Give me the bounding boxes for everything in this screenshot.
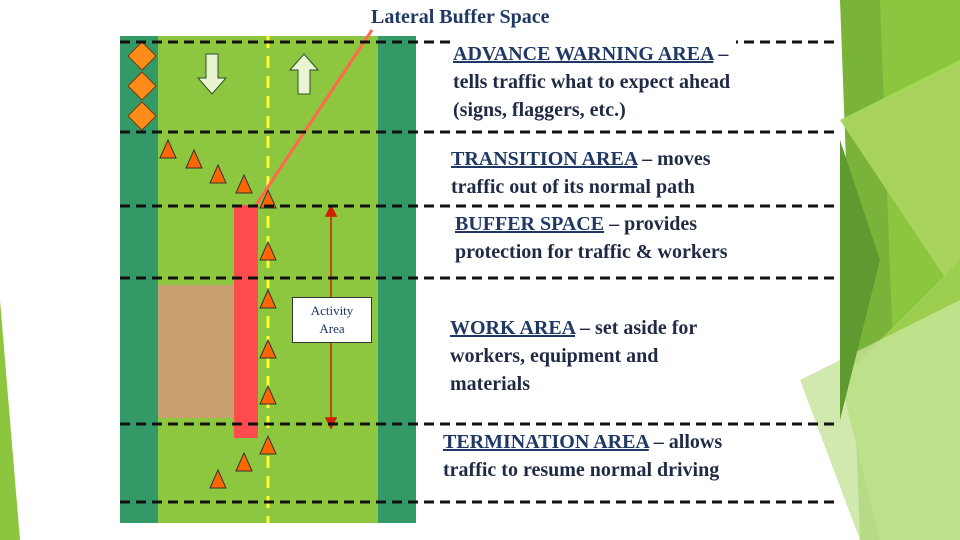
lateral-buffer-pointer — [254, 29, 374, 206]
cone-icon — [185, 148, 203, 169]
work-area-ground — [158, 285, 234, 418]
zone-desc-line: traffic to resume normal driving — [443, 459, 720, 481]
activity-area-box: Activity Area — [292, 297, 372, 343]
cone-icon — [259, 384, 277, 405]
zone-name: ADVANCE WARNING AREA — [453, 43, 714, 65]
activity-label-line2: Area — [319, 321, 345, 336]
cone-icon — [235, 451, 253, 472]
zone-work-area: WORK AREA – set aside for workers, equip… — [450, 314, 704, 398]
cone-icon — [159, 138, 177, 159]
zone-transition: TRANSITION AREA – moves traffic out of i… — [451, 145, 717, 201]
cone-icon — [259, 240, 277, 261]
zone-name: WORK AREA — [450, 317, 576, 339]
cone-icon — [259, 288, 277, 309]
arrow-down-icon — [196, 53, 228, 95]
zone-desc-line: materials — [450, 373, 530, 395]
warning-sign-icon — [127, 101, 157, 131]
zone-desc-line: protection for traffic & workers — [455, 241, 728, 263]
cone-icon — [235, 173, 253, 194]
warning-signs — [127, 41, 157, 131]
zone-termination: TERMINATION AREA – allows traffic to res… — [443, 428, 729, 484]
cones — [159, 138, 277, 489]
barrier — [234, 205, 258, 438]
zone-buffer-space: BUFFER SPACE – provides protection for t… — [455, 210, 734, 266]
zone-desc-line: tells traffic what to expect ahead — [453, 71, 731, 93]
cone-icon — [209, 468, 227, 489]
warning-sign-icon — [127, 41, 157, 71]
cone-icon — [259, 434, 277, 455]
zone-name: TERMINATION AREA — [443, 431, 649, 453]
lateral-buffer-label: Lateral Buffer Space — [371, 6, 550, 28]
warning-sign-icon — [127, 71, 157, 101]
zone-name: TRANSITION AREA — [451, 148, 638, 170]
cone-icon — [259, 338, 277, 359]
cone-icon — [259, 188, 277, 209]
cone-icon — [209, 163, 227, 184]
zone-desc-line: (signs, flaggers, etc.) — [453, 99, 626, 121]
zone-name: BUFFER SPACE — [455, 213, 605, 235]
arrow-up-icon — [288, 53, 320, 95]
zone-desc-line: traffic out of its normal path — [451, 176, 695, 198]
zone-advance-warning: ADVANCE WARNING AREA – tells traffic wha… — [453, 40, 737, 126]
activity-label-line1: Activity — [310, 303, 354, 318]
zone-desc-line: workers, equipment and — [450, 345, 659, 367]
